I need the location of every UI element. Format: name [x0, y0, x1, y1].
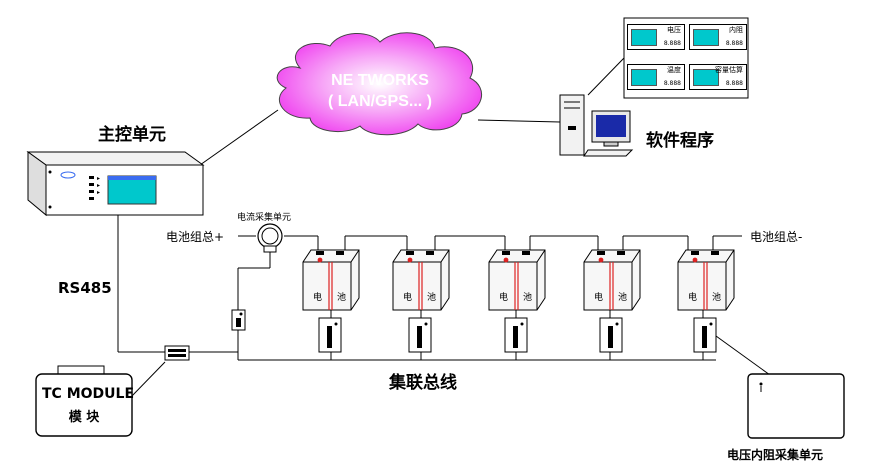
cell-text: 电	[499, 291, 508, 303]
current-module	[231, 309, 246, 331]
voltage-unit-label: 电压内阻采集单元	[727, 448, 824, 462]
cell-text: 池	[337, 291, 346, 303]
tile-value: 8.888	[725, 40, 743, 47]
cell-sensors	[318, 317, 717, 353]
cell-sensor	[318, 317, 342, 353]
tile-name: 温度	[667, 66, 681, 74]
tile-name: 内阻	[729, 26, 743, 34]
battery-cell: 电池	[677, 249, 735, 311]
tile-value: 8.888	[663, 80, 681, 87]
monitor-tile: 电压 8.888	[627, 24, 685, 50]
rs485-label: RS485	[58, 279, 112, 297]
network-line2: ( LAN/GPS... )	[328, 93, 432, 110]
battery-cell: 电池	[583, 249, 641, 311]
cell-text: 电	[313, 291, 322, 303]
software-label: 软件程序	[646, 131, 714, 151]
cell-sensor	[504, 317, 528, 353]
current-sensor	[257, 223, 283, 253]
tc-module-box	[35, 365, 133, 437]
tc-module-line1: TC MODULE	[42, 386, 135, 402]
connection-lines	[117, 57, 771, 399]
monitor-tile: 温度 8.888	[627, 64, 685, 90]
tile-value: 8.888	[663, 40, 681, 47]
tile-value: 8.888	[725, 80, 743, 87]
battery-string: 电池电池电池电池电池	[302, 249, 735, 311]
cell-sensor	[408, 317, 432, 353]
cell-text: 池	[523, 291, 532, 303]
bus-label: 集联总线	[389, 373, 457, 393]
battery-negative-label: 电池组总-	[750, 230, 803, 244]
cell-text: 池	[427, 291, 436, 303]
svg-text:▸: ▸	[97, 189, 100, 196]
cell-sensor	[599, 317, 623, 353]
cell-sensor	[693, 317, 717, 353]
cell-text: 池	[712, 291, 721, 303]
svg-text:▸: ▸	[97, 175, 100, 182]
computer-icon	[559, 94, 634, 157]
cell-text: 电	[594, 291, 603, 303]
cell-text: 电	[688, 291, 697, 303]
cell-text: 池	[618, 291, 627, 303]
bus-hub	[164, 345, 190, 361]
voltage-unit-box	[747, 373, 845, 439]
tile-screen	[631, 29, 657, 46]
main-unit-label: 主控单元	[98, 125, 166, 145]
tile-screen	[693, 29, 719, 46]
network-cloud	[276, 32, 482, 136]
tile-name: 电压	[667, 26, 681, 34]
tile-screen	[693, 69, 719, 86]
network-line1: NE TWORKS	[331, 72, 429, 89]
network-label: NE TWORKS ( LAN/GPS... )	[280, 70, 480, 112]
cell-text: 电	[403, 291, 412, 303]
monitor-tile: 容量估算 8.888	[689, 64, 747, 90]
current-unit-label: 电流采集单元	[237, 213, 292, 223]
monitor-tile: 内阻 8.888	[689, 24, 747, 50]
battery-cell: 电池	[302, 249, 360, 311]
battery-positive-label: 电池组总+	[166, 230, 225, 244]
svg-text:▸: ▸	[97, 182, 100, 189]
tc-module-line2: 模 块	[68, 410, 100, 425]
tile-screen	[631, 69, 657, 86]
tile-name: 容量估算	[715, 66, 743, 74]
battery-cell: 电池	[392, 249, 450, 311]
battery-cell: 电池	[488, 249, 546, 311]
main-control-unit: ▸ ▸ ▸	[26, 151, 205, 217]
